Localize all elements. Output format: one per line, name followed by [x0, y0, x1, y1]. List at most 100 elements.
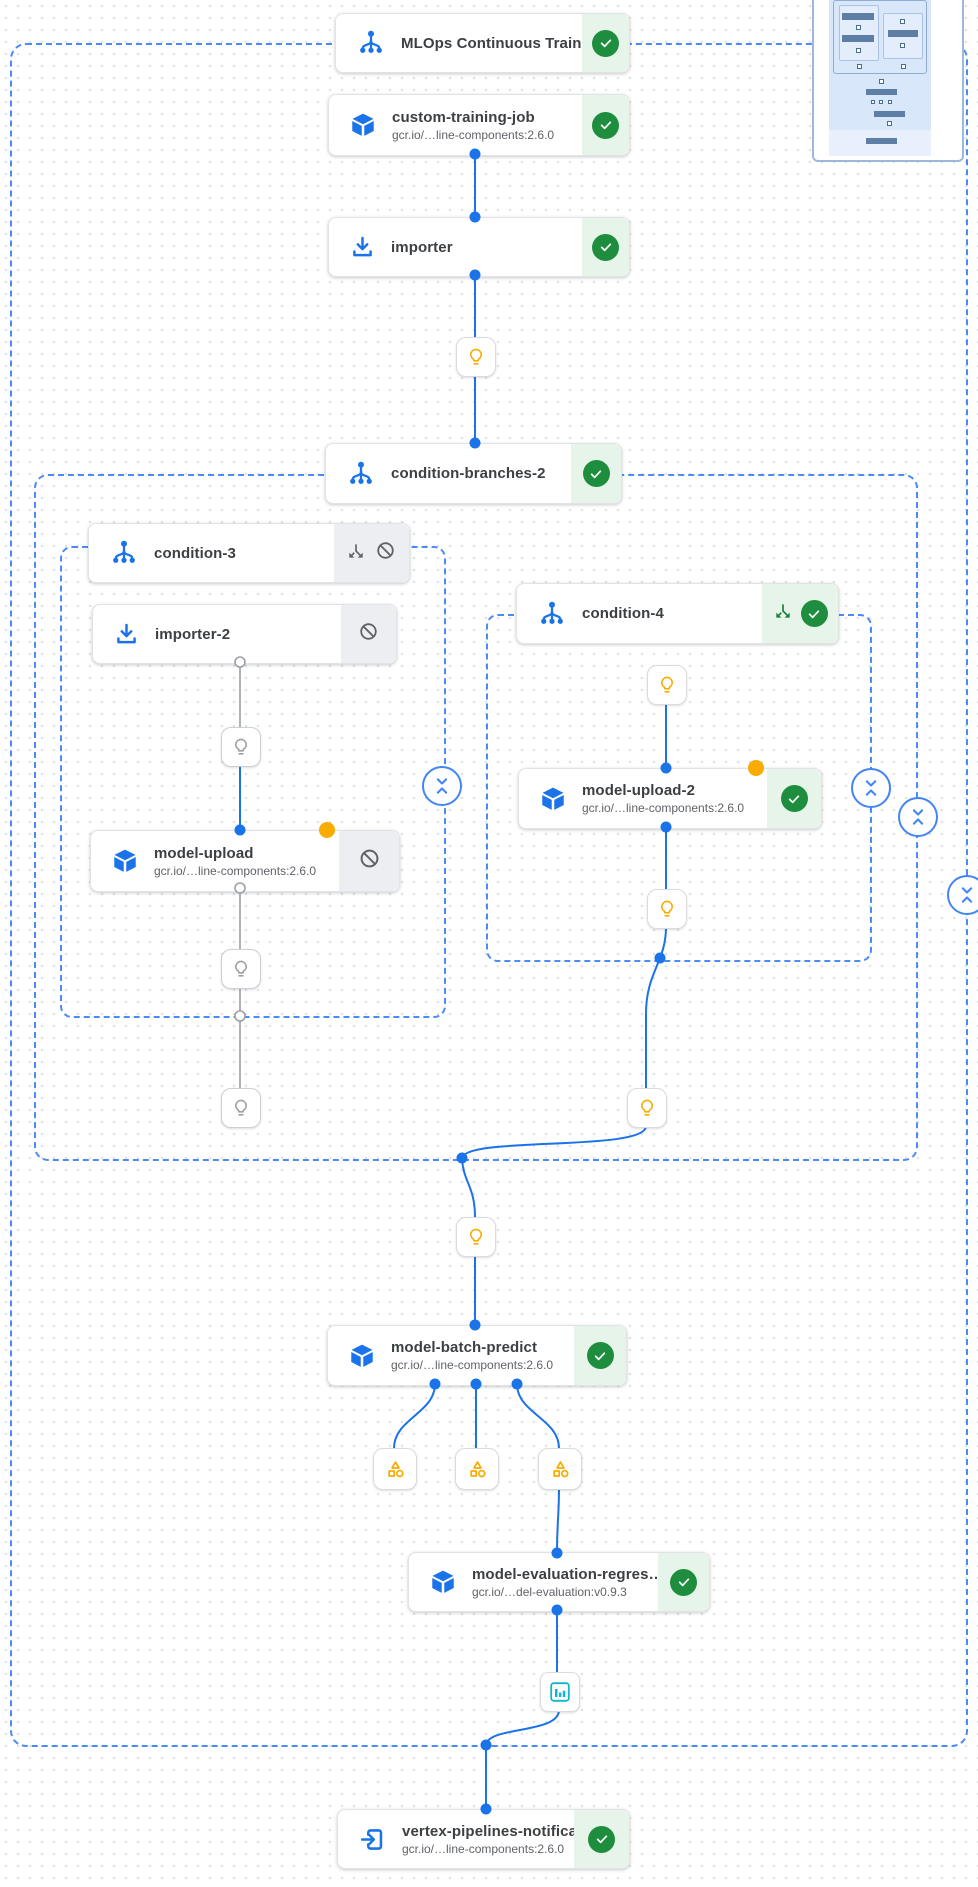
node-subtitle: gcr.io/…line-components:2.6.0	[154, 863, 317, 878]
sub-dag-icon	[773, 601, 793, 626]
minimap-artifact	[871, 100, 875, 104]
node-subtitle: gcr.io/…line-components:2.6.0	[402, 1841, 565, 1856]
evaluation-chart-icon[interactable]	[540, 1672, 580, 1712]
minimap-artifact	[856, 25, 861, 30]
status-succeeded	[582, 14, 629, 72]
collapse-condition-branches-2-button[interactable]	[898, 797, 938, 837]
download-icon	[113, 621, 140, 648]
dag-icon	[537, 599, 567, 629]
node-title: custom-training-job	[392, 108, 535, 126]
check-icon	[780, 785, 808, 812]
node-model-batch-predict[interactable]: model-batch-predict gcr.io/…line-compone…	[327, 1325, 627, 1386]
node-title: model-upload	[154, 844, 254, 862]
minimap-artifact	[900, 43, 905, 48]
minimap-artifact	[856, 48, 861, 53]
condition-artifact-bulb-skipped[interactable]	[221, 727, 261, 767]
check-icon	[592, 111, 619, 139]
download-icon	[349, 234, 376, 261]
status-succeeded	[574, 1810, 629, 1868]
node-title: condition-branches-2	[391, 465, 546, 482]
condition-artifact-bulb-skipped[interactable]	[221, 949, 261, 989]
metrics-artifact-icon[interactable]	[373, 1448, 417, 1490]
cube-icon	[111, 847, 139, 875]
blocked-icon	[357, 620, 380, 648]
cube-icon	[429, 1568, 457, 1596]
dag-icon	[356, 28, 386, 58]
minimap-artifact	[900, 19, 905, 24]
blocked-icon	[374, 539, 397, 567]
cube-icon	[539, 785, 567, 813]
status-succeeded	[571, 444, 621, 503]
node-model-upload[interactable]: model-upload gcr.io/…line-components:2.6…	[90, 830, 400, 892]
pending-output-dot	[319, 822, 335, 838]
node-vertex-notification[interactable]: vertex-pipelines-notificat… gcr.io/…line…	[337, 1809, 630, 1869]
condition-artifact-bulb[interactable]	[456, 337, 496, 377]
collapse-pipeline-root-button[interactable]	[947, 875, 978, 915]
node-importer[interactable]: importer	[328, 217, 630, 277]
node-subtitle: gcr.io/…line-components:2.6.0	[391, 1358, 554, 1372]
minimap-node	[874, 111, 905, 117]
minimap-artifact	[887, 121, 892, 126]
minimap-artifact	[879, 100, 883, 104]
minimap-group	[833, 0, 927, 74]
node-title: MLOps Continuous Traini…	[401, 34, 601, 52]
minimap-node	[888, 30, 918, 37]
node-condition-branches-2[interactable]: condition-branches-2	[325, 443, 622, 504]
exit-to-app-icon	[358, 1825, 387, 1854]
minimap-artifact	[879, 79, 884, 84]
minimap[interactable]	[812, 0, 964, 162]
condition-artifact-bulb[interactable]	[647, 889, 687, 929]
node-mlops-root[interactable]: MLOps Continuous Traini…	[335, 13, 630, 73]
node-title: vertex-pipelines-notificat…	[402, 1822, 598, 1840]
status-succeeded	[574, 1326, 626, 1385]
condition-artifact-bulb-skipped[interactable]	[221, 1088, 261, 1128]
node-subtitle: gcr.io/…line-components:2.6.0	[582, 801, 745, 815]
status-skipped	[334, 524, 409, 582]
cube-icon	[349, 111, 377, 139]
condition-artifact-bulb[interactable]	[627, 1088, 667, 1128]
check-icon	[588, 1825, 615, 1853]
check-icon	[586, 1342, 614, 1369]
node-model-upload-2[interactable]: model-upload-2 gcr.io/…line-components:2…	[518, 768, 822, 829]
node-subtitle: gcr.io/…line-components:2.6.0	[392, 127, 555, 142]
minimap-artifact	[857, 64, 862, 69]
node-title: condition-4	[582, 605, 664, 622]
node-title: condition-3	[154, 544, 236, 562]
minimap-node	[866, 138, 897, 144]
minimap-node	[842, 13, 874, 20]
check-icon	[670, 1568, 697, 1596]
blocked-icon	[357, 846, 382, 876]
node-condition-3[interactable]: condition-3	[88, 523, 410, 583]
condition-artifact-bulb[interactable]	[456, 1217, 496, 1257]
node-model-evaluation[interactable]: model-evaluation-regres… gcr.io/…del-eva…	[408, 1552, 710, 1612]
metrics-artifact-icon[interactable]	[455, 1448, 499, 1490]
check-icon	[592, 233, 619, 261]
collapse-condition-4-button[interactable]	[851, 768, 891, 808]
status-succeeded	[658, 1553, 709, 1611]
metrics-artifact-icon[interactable]	[538, 1448, 582, 1490]
collapse-condition-3-button[interactable]	[422, 766, 462, 806]
status-succeeded	[762, 584, 838, 643]
status-succeeded	[582, 95, 629, 155]
status-succeeded	[582, 218, 629, 276]
node-subtitle: gcr.io/…del-evaluation:v0.9.3	[472, 1584, 627, 1599]
sub-dag-icon	[346, 541, 366, 566]
check-icon	[592, 29, 619, 57]
check-icon	[800, 600, 828, 627]
node-condition-4[interactable]: condition-4	[516, 583, 839, 644]
node-title: model-upload-2	[582, 782, 696, 799]
minimap-node	[842, 35, 874, 42]
minimap-node	[866, 89, 897, 95]
minimap-artifact	[901, 64, 906, 69]
node-title: model-batch-predict	[391, 1339, 538, 1356]
condition-artifact-bulb[interactable]	[647, 665, 687, 705]
dag-icon	[109, 538, 139, 568]
node-custom-training-job[interactable]: custom-training-job gcr.io/…line-compone…	[328, 94, 630, 156]
cube-icon	[348, 1342, 376, 1370]
node-importer-2[interactable]: importer-2	[92, 604, 397, 664]
check-icon	[582, 460, 610, 487]
node-title: model-evaluation-regres…	[472, 1565, 664, 1583]
node-title: importer-2	[155, 625, 231, 643]
